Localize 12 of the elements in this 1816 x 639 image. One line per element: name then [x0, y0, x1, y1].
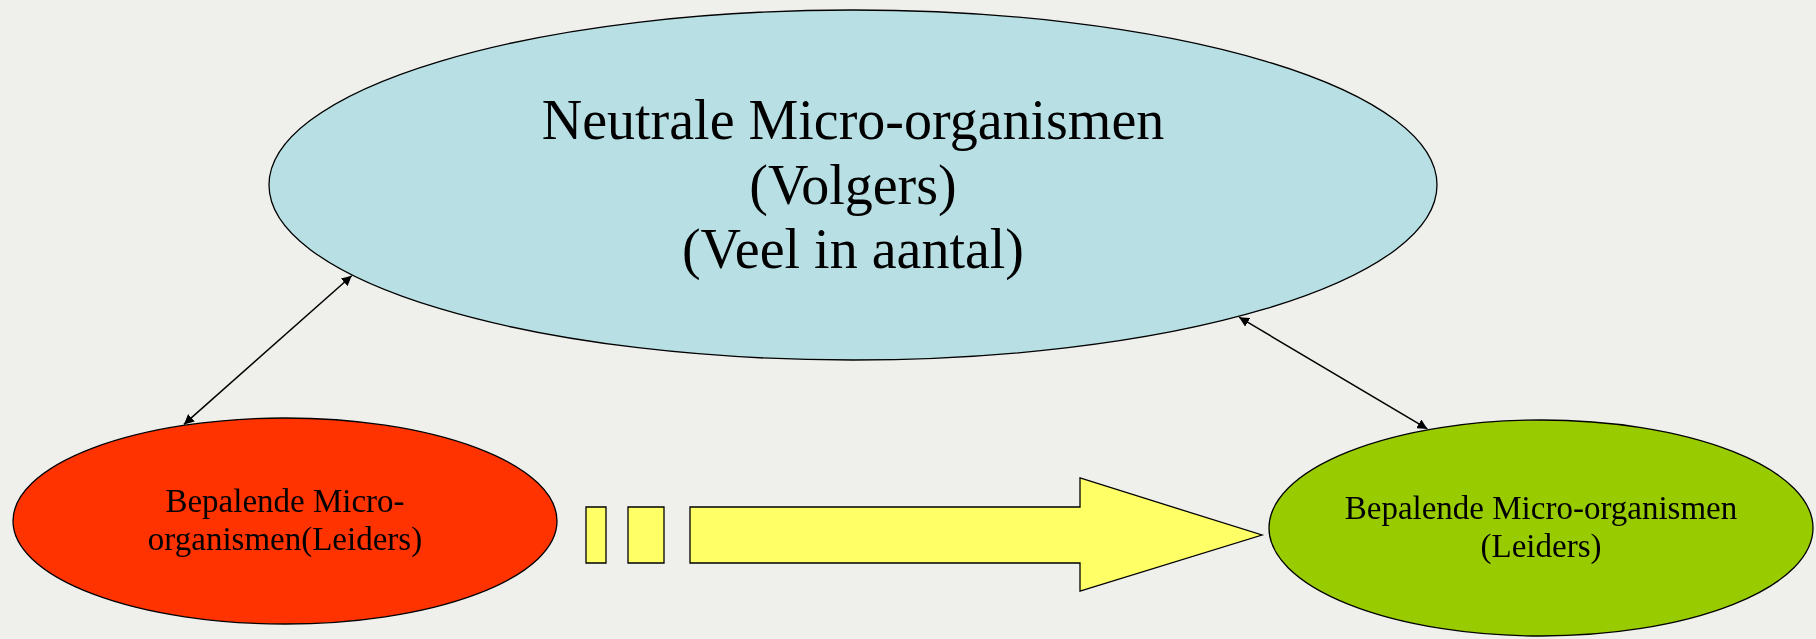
ellipse-node [1268, 419, 1814, 637]
double-arrow [183, 275, 353, 426]
block-arrow [585, 477, 1265, 592]
ellipse-node [268, 9, 1438, 361]
node-label: Bepalende Micro-organismen [1344, 490, 1738, 528]
node-label: (Leiders) [1480, 528, 1602, 566]
node-label: (Veel in aantal) [681, 217, 1024, 282]
double-arrow [1238, 316, 1429, 430]
node-label: Neutrale Micro-organismen [541, 88, 1165, 153]
node-label: Bepalende Micro-organismen(Leiders) [146, 483, 424, 559]
ellipse-node [12, 417, 558, 625]
node-label: (Volgers) [749, 152, 957, 218]
